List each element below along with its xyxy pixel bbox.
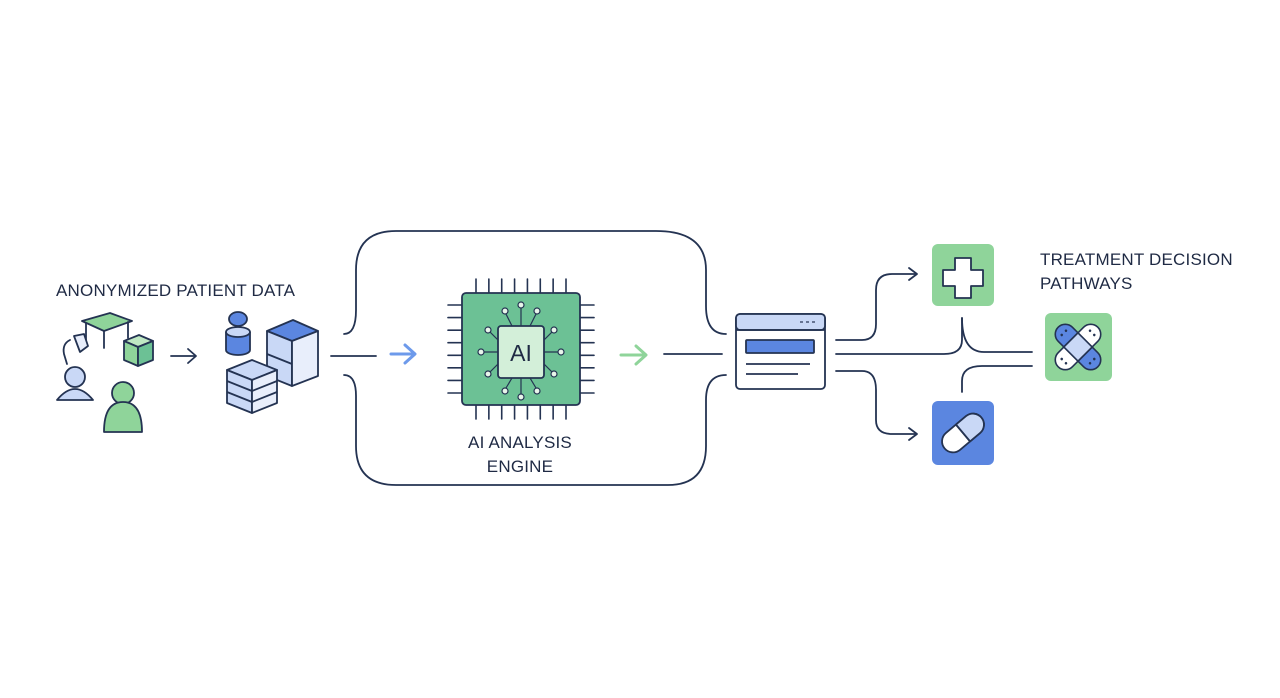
flow-arrow-green	[619, 344, 648, 366]
output-branches	[835, 267, 1033, 441]
engine-frame	[343, 230, 727, 486]
ai-chip-icon: AI	[447, 278, 595, 420]
flow-arrow-blue	[389, 343, 417, 365]
people-group-icon	[56, 312, 154, 433]
pill-capsule-icon	[932, 401, 994, 465]
medical-cross-icon	[932, 244, 994, 306]
engine-label-line1: AI ANALYSIS	[468, 433, 572, 452]
chip-label: AI	[510, 340, 532, 366]
database-servers-icon	[225, 311, 319, 414]
engine-connector	[330, 353, 723, 357]
report-window-icon	[735, 313, 826, 390]
engine-label-line2: ENGINE	[487, 457, 553, 476]
arrow-to-database	[170, 348, 197, 364]
bandage-icon	[1045, 313, 1112, 381]
output-label-line2: PATHWAYS	[1040, 274, 1133, 293]
output-label-line1: TREATMENT DECISION	[1040, 250, 1233, 269]
input-label: ANONYMIZED PATIENT DATA	[56, 281, 296, 300]
